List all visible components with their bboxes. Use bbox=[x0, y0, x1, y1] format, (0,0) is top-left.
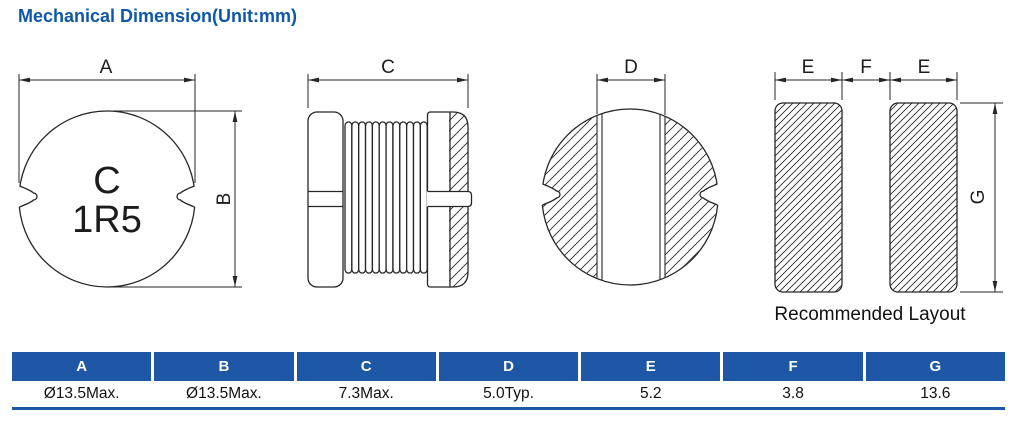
dim-label-a: A bbox=[100, 57, 113, 78]
dim-label-c: C bbox=[381, 57, 395, 78]
dim-label-d: D bbox=[624, 57, 638, 78]
figure-bottom-view bbox=[535, 108, 725, 286]
table-header-c: C bbox=[296, 352, 436, 381]
figure-top-view bbox=[12, 110, 202, 288]
table-header-g: G bbox=[865, 352, 1005, 381]
dim-label-e-right: E bbox=[918, 57, 931, 78]
section-title: Mechanical Dimension(Unit:mm) bbox=[18, 6, 298, 26]
mechanical-drawings: A B C 1R5 bbox=[12, 57, 1003, 325]
dim-label-b: B bbox=[214, 193, 235, 206]
table-header-b: B bbox=[154, 352, 294, 381]
table-value-b: Ø13.5Max. bbox=[186, 385, 262, 402]
part-marking-line2: 1R5 bbox=[72, 199, 142, 241]
dim-a bbox=[18, 74, 196, 183]
dimension-table-values: Ø13.5Max. Ø13.5Max. 7.3Max. 5.0Typ. 5.2 … bbox=[12, 381, 1005, 410]
right-notch bbox=[699, 183, 718, 206]
right-notch-mask bbox=[177, 186, 202, 207]
dimension-table-header: A B C D E F G bbox=[12, 352, 1005, 381]
dim-label-e-left: E bbox=[802, 57, 815, 78]
left-flange-groove bbox=[308, 190, 343, 208]
left-notch-mask bbox=[12, 186, 38, 207]
dimension-table: A B C D E F G Ø13.5Max. Ø13.5Max. 7.3Max… bbox=[12, 352, 1005, 410]
table-header-a: A bbox=[12, 352, 152, 381]
part-marking-line1: C bbox=[93, 160, 120, 202]
core-band-lines bbox=[596, 114, 666, 280]
dim-label-g: G bbox=[968, 190, 989, 205]
table-value-e: 5.2 bbox=[639, 385, 662, 402]
table-value-d: 5.0Typ. bbox=[483, 385, 534, 402]
right-flange bbox=[426, 111, 469, 288]
figure-side-view bbox=[307, 111, 473, 288]
table-header-d: D bbox=[438, 352, 579, 381]
dim-efe bbox=[774, 72, 958, 100]
dim-b bbox=[113, 110, 242, 288]
table-value-c: 7.3Max. bbox=[338, 385, 394, 402]
left-flange bbox=[307, 111, 344, 288]
right-notch bbox=[176, 185, 195, 208]
dim-g bbox=[960, 102, 1003, 293]
pad-right bbox=[889, 102, 958, 293]
table-value-f: 3.8 bbox=[782, 385, 804, 402]
pad-left bbox=[774, 102, 843, 293]
figure-layout bbox=[774, 102, 958, 293]
left-notch bbox=[542, 183, 561, 206]
table-value-g: 13.6 bbox=[920, 385, 951, 402]
dim-c bbox=[307, 74, 469, 108]
dim-label-f: F bbox=[860, 57, 872, 78]
dim-d bbox=[596, 74, 666, 115]
table-header-f: F bbox=[723, 352, 863, 381]
table-header-e: E bbox=[581, 352, 721, 381]
left-notch bbox=[19, 185, 38, 208]
right-flange-groove bbox=[427, 190, 473, 208]
layout-caption: Recommended Layout bbox=[774, 304, 966, 325]
coil-winding bbox=[344, 121, 428, 274]
table-value-a: Ø13.5Max. bbox=[43, 385, 120, 402]
